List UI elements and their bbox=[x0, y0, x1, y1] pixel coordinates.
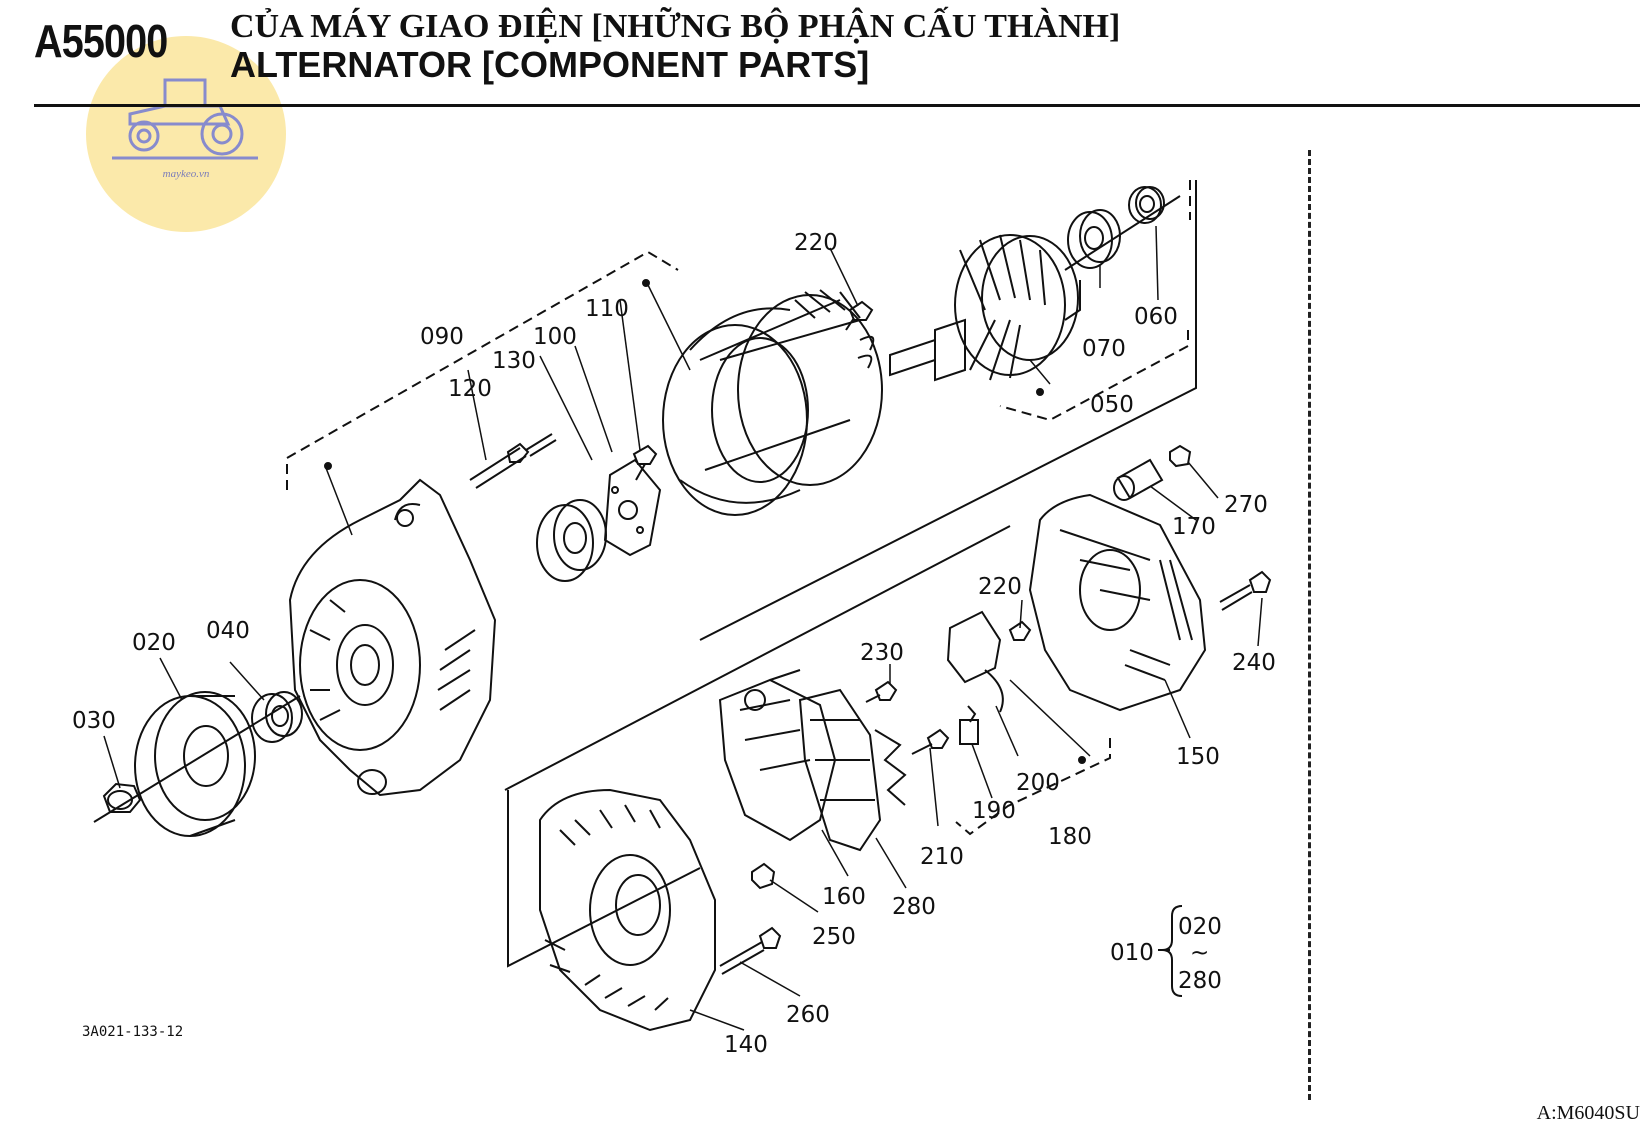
header-rule bbox=[34, 104, 1640, 107]
assembly-code: 010 bbox=[1110, 940, 1154, 966]
part-120-stud-bolt bbox=[469, 433, 557, 489]
part-240-bolt bbox=[1219, 570, 1272, 611]
watermark-text: maykeo.vn bbox=[162, 168, 210, 180]
part-110-screw bbox=[632, 444, 658, 481]
label-240: 240 bbox=[1232, 650, 1276, 676]
part-060-bearing-cover bbox=[1128, 186, 1165, 224]
part-170-insulator bbox=[1113, 458, 1164, 501]
assembly-tilde: ~ bbox=[1190, 940, 1209, 966]
part-050-rotor bbox=[889, 234, 1081, 382]
part-190-brush bbox=[959, 705, 979, 745]
label-270: 270 bbox=[1224, 492, 1268, 518]
part-160-rectifier bbox=[718, 669, 837, 842]
maykeo-logo-watermark: maykeo.vn bbox=[86, 36, 286, 232]
label-120: 120 bbox=[448, 376, 492, 402]
label-090: 090 bbox=[420, 324, 464, 350]
part-100-retainer-plate bbox=[603, 458, 662, 557]
label-160: 160 bbox=[822, 884, 866, 910]
label-040: 040 bbox=[206, 618, 250, 644]
assembly-range-end: 280 bbox=[1178, 968, 1222, 994]
label-220-top: 220 bbox=[794, 230, 838, 256]
page-divider-dashed bbox=[1308, 150, 1311, 1100]
label-190: 190 bbox=[972, 798, 1016, 824]
label-210: 210 bbox=[920, 844, 964, 870]
label-020: 020 bbox=[132, 630, 176, 656]
title-english: ALTERNATOR [COMPONENT PARTS] bbox=[230, 44, 870, 85]
part-140-rear-housing bbox=[539, 788, 716, 1032]
part-090-front-housing bbox=[288, 478, 497, 797]
part-stator-coil bbox=[662, 289, 883, 516]
part-130-bearing bbox=[536, 499, 607, 582]
part-150-rear-cover bbox=[1028, 493, 1207, 712]
label-070: 070 bbox=[1082, 336, 1126, 362]
label-200: 200 bbox=[1016, 770, 1060, 796]
label-260: 260 bbox=[786, 1002, 830, 1028]
part-020-pulley bbox=[134, 691, 256, 837]
part-220-screw-top bbox=[845, 300, 874, 331]
part-250-nut bbox=[751, 862, 776, 890]
label-180: 180 bbox=[1048, 824, 1092, 850]
part-070-bearing bbox=[1067, 209, 1121, 269]
label-220-right: 220 bbox=[978, 574, 1022, 600]
model-code: A:M6040SU bbox=[1536, 1102, 1640, 1124]
label-280: 280 bbox=[892, 894, 936, 920]
label-130: 130 bbox=[492, 348, 536, 374]
label-060: 060 bbox=[1134, 304, 1178, 330]
part-270-nut bbox=[1169, 444, 1192, 468]
label-230: 230 bbox=[860, 640, 904, 666]
label-110: 110 bbox=[585, 296, 629, 322]
title-vietnamese: CỦA MÁY GIAO ĐIỆN [NHỮNG BỘ PHẬN CẤU THÀ… bbox=[230, 8, 1121, 45]
group-bracket-090 bbox=[286, 250, 679, 490]
label-250: 250 bbox=[812, 924, 856, 950]
group-bracket-180 bbox=[955, 738, 1111, 836]
label-170: 170 bbox=[1172, 514, 1216, 540]
section-code: A55000 bbox=[34, 15, 168, 67]
part-200-brush-holder bbox=[946, 610, 1004, 713]
frame-line-rectifier bbox=[507, 790, 701, 968]
frame-line-rotor bbox=[699, 180, 1197, 641]
label-030: 030 bbox=[72, 708, 116, 734]
label-140: 140 bbox=[724, 1032, 768, 1058]
drawing-id: 3A021-133-12 bbox=[82, 1024, 184, 1040]
leader-lines bbox=[103, 225, 1263, 1031]
part-230-screw bbox=[865, 680, 898, 703]
part-280-regulator bbox=[798, 688, 907, 852]
part-040-spacer bbox=[251, 691, 303, 743]
assembly-range-start: 020 bbox=[1178, 914, 1222, 940]
tractor-icon bbox=[112, 78, 258, 160]
part-210-screw bbox=[911, 728, 950, 755]
part-260-bolt bbox=[719, 926, 782, 975]
group-bracket-050 bbox=[999, 180, 1191, 422]
label-150: 150 bbox=[1176, 744, 1220, 770]
part-labels: 220 090 110 100 130 120 060 070 050 270 … bbox=[72, 230, 1276, 1058]
label-050: 050 bbox=[1090, 392, 1134, 418]
label-100: 100 bbox=[533, 324, 577, 350]
